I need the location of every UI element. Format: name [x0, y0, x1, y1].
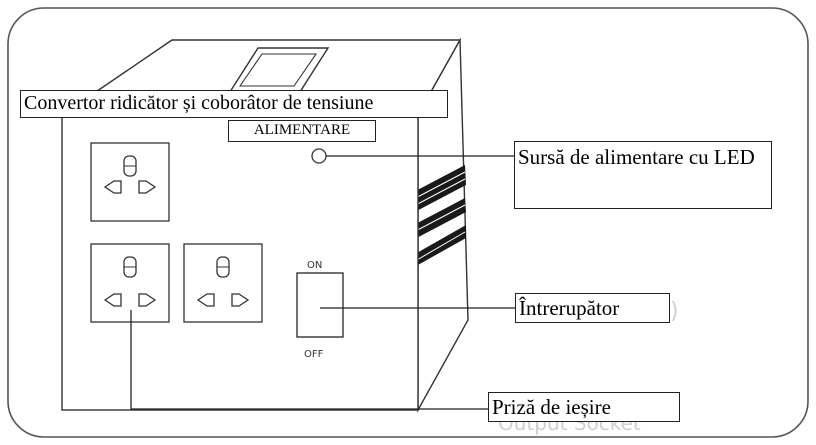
converter-title-label: Convertor ridicător și coborâtor de tens…	[20, 90, 448, 118]
watermark-glyph: )	[670, 299, 679, 324]
led-callout-label: Sursă de alimentare cu LED	[514, 141, 772, 209]
power-label: ALIMENTARE	[228, 120, 376, 142]
power-switch-icon	[296, 272, 344, 338]
switch-off-mark: OFF	[304, 349, 324, 360]
socket-icon	[90, 142, 170, 222]
socket-icon	[183, 243, 263, 323]
output-socket-callout-label: Priză de ieșire	[488, 392, 680, 422]
outer-frame	[7, 7, 809, 438]
carry-handle-icon	[226, 47, 330, 96]
switch-callout-label: Întrerupător	[515, 293, 670, 323]
socket-icon	[90, 243, 170, 323]
side-vent-slats	[408, 165, 466, 270]
led-indicator-icon	[311, 148, 327, 164]
switch-on-mark: ON	[307, 260, 322, 271]
socket-leader-line	[130, 310, 488, 410]
